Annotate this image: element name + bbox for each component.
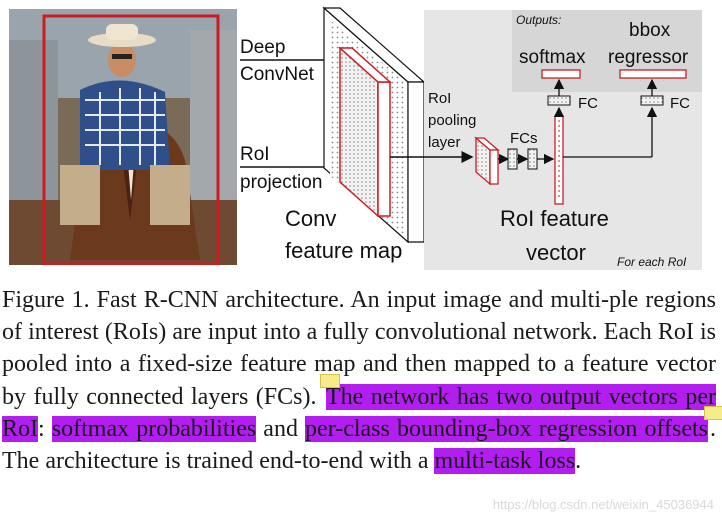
watermark: https://blog.csdn.net/weixin_45036944: [492, 497, 714, 512]
for-each-roi-label: For each RoI: [617, 255, 687, 269]
conv-feature-map: [322, 6, 426, 244]
roi-box: [42, 14, 220, 266]
input-image: [7, 7, 239, 267]
roi-projection-label-1: RoI: [240, 144, 270, 165]
highlight-softmax-probabilities: softmax probabilities: [51, 415, 257, 442]
bbox-label-1: bbox: [629, 20, 671, 41]
fc-left-label: FC: [578, 95, 598, 112]
fast-rcnn-architecture-diagram: Deep ConvNet RoI projection Conv feature…: [7, 6, 702, 270]
caption-text-2: :: [38, 415, 52, 442]
roi-feature-vector-label-1: RoI feature: [500, 206, 609, 231]
caption-text-3: and: [256, 415, 306, 442]
conv-feature-map-label-2: feature map: [285, 238, 402, 263]
caption-text-5: .: [575, 448, 582, 475]
caption-text-4: . The architecture is trained end-to-end…: [2, 415, 717, 475]
deep-convnet-label-1: Deep: [240, 37, 285, 58]
note-icon[interactable]: [319, 373, 340, 388]
roi-pooling-label-3: layer: [428, 134, 461, 151]
figure-caption: Figure 1. Fast R-CNN architecture. An in…: [2, 284, 722, 477]
bbox-label-2: regressor: [608, 47, 689, 68]
caption-text-1: Figure 1. Fast R-CNN architecture. An in…: [2, 287, 716, 410]
fc-block-2: [527, 148, 538, 170]
outputs-label: Outputs:: [516, 13, 561, 27]
fc-softmax-block: [547, 95, 571, 106]
fc-right-label: FC: [670, 95, 690, 112]
highlight-bbox-regression-offsets: per-class bounding-box regression offset…: [305, 415, 709, 442]
deep-convnet-label-2: ConvNet: [240, 64, 315, 85]
softmax-label: softmax: [519, 47, 586, 68]
highlight-multi-task-loss: multi-task loss: [434, 448, 576, 475]
roi-projection-label-2: projection: [240, 172, 322, 193]
bbox-output: [619, 69, 687, 79]
fc-bbox-block: [640, 95, 664, 106]
softmax-output: [541, 69, 581, 79]
note-icon[interactable]: [704, 405, 722, 420]
roi-pooling-label-2: pooling: [428, 112, 476, 129]
conv-feature-map-label-1: Conv: [285, 206, 336, 231]
fc-block-1: [507, 148, 518, 170]
roi-feature-vector-label-2: vector: [526, 240, 586, 265]
roi-pooling-cube: [474, 136, 500, 186]
fcs-label: FCs: [510, 130, 538, 147]
roi-pooling-label-1: RoI: [428, 90, 451, 107]
